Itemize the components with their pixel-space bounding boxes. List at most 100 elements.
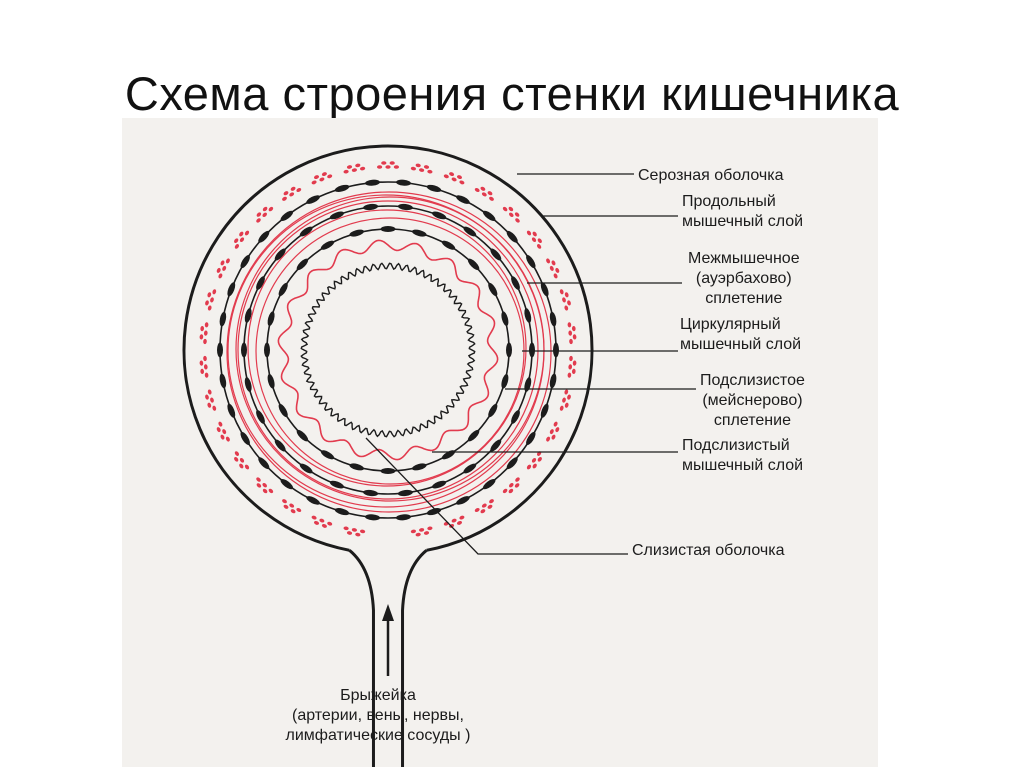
longitudinal-layer-node (219, 373, 228, 389)
serosa-dot (549, 428, 555, 434)
serosa-dot (225, 258, 231, 264)
serosa-dot (268, 206, 274, 212)
serosa-dot (212, 289, 217, 295)
serosa-dot (564, 389, 569, 395)
serosa-dot (549, 265, 555, 271)
serosa-dot (311, 180, 317, 185)
serosa-dot (347, 165, 353, 169)
meissner-plexus-node (277, 282, 290, 298)
serosa-dot (508, 212, 514, 218)
label-line: лимфатические сосуды ) (228, 726, 528, 746)
serosa-dot (205, 322, 209, 328)
serosa-dot (451, 177, 457, 182)
longitudinal-layer-node (539, 403, 550, 419)
circular-muscle-line (248, 210, 526, 486)
serosa-dot (474, 187, 480, 193)
serosa-dot (262, 206, 268, 212)
auerbach-plexus-node (363, 203, 379, 211)
longitudinal-layer-node (257, 456, 272, 471)
mesentery-arrow-head (382, 604, 394, 621)
plexus-nodes (217, 179, 559, 521)
serosa-dot (200, 369, 204, 375)
serosa-dot (443, 174, 449, 179)
serosa-dot (327, 174, 333, 179)
meissner-plexus-node (266, 373, 276, 389)
serosa-dot (424, 165, 430, 169)
serosa-dot (355, 532, 361, 536)
serosa-dot (551, 434, 557, 440)
serosa-dot (218, 421, 224, 427)
serosa-dot (514, 482, 520, 488)
serosa-dot (244, 464, 250, 470)
meissner-plexus-node (411, 228, 427, 238)
auerbach-plexus-node (529, 343, 535, 358)
serosa-dot (221, 428, 227, 434)
serosa-dot (205, 372, 209, 378)
serosa-dot (296, 187, 302, 193)
serosa-dot (567, 372, 571, 378)
auerbach-plexus-node (523, 308, 532, 324)
serosa-dot (411, 529, 417, 533)
serosa-dot (207, 389, 212, 395)
serosa-dot (545, 436, 551, 442)
serosa-dot (532, 231, 538, 237)
serosa-dot (207, 402, 212, 408)
label-auerbach-plexus: Межмышечное (ауэрбахово) сплетение (688, 249, 800, 309)
serosa-dot (459, 180, 465, 185)
serosa-dot (502, 488, 508, 494)
longitudinal-layer-node (226, 281, 237, 297)
label-line: (мейснерово) (700, 391, 805, 411)
serosa-dot (415, 163, 421, 167)
longitudinal-layer-node (365, 514, 380, 521)
longitudinal-layer-node (481, 209, 497, 223)
longitudinal-layer-node (549, 373, 558, 389)
serosa-dot (262, 482, 268, 488)
serosa-dot (216, 267, 222, 273)
serosa-dot (352, 168, 358, 172)
serosa-dot (205, 300, 210, 306)
longitudinal-layer-node (365, 179, 380, 186)
serosa-dot (207, 292, 212, 298)
serosa-dot (481, 192, 487, 198)
meissner-plexus-node (277, 403, 290, 419)
serosa-dot (514, 212, 520, 218)
auerbach-plexus-node (398, 489, 414, 497)
serosa-dot (221, 265, 227, 271)
longitudinal-layer-node (279, 209, 295, 223)
auerbach-plexus-node (241, 343, 247, 358)
serosa-dot (526, 464, 532, 470)
meissner-plexus-node (349, 228, 365, 238)
meissner-plexus-node (381, 226, 396, 232)
meissner-plexus-node (506, 343, 512, 358)
label-line: Подслизистый (682, 436, 803, 456)
serosa-dot (573, 334, 577, 340)
serosa-dot (537, 238, 543, 244)
serosa-dot (321, 523, 327, 528)
meissner-plexus-node (266, 311, 276, 327)
meissner-plexus-node (486, 403, 499, 419)
serosa-dot (225, 436, 231, 442)
serosa-dot (531, 457, 537, 463)
serosa-dot (559, 405, 564, 411)
serosa-dot (502, 206, 508, 212)
longitudinal-layer-node (305, 194, 321, 206)
serosa-dot (564, 305, 569, 311)
serosa-dot (296, 507, 302, 513)
label-line: Межмышечное (688, 249, 800, 269)
serosa-dot (480, 186, 486, 192)
longitudinal-layer-node (396, 179, 411, 186)
serosa-dot (255, 477, 261, 483)
serosa-dot (290, 186, 296, 192)
serosa-dot (319, 177, 325, 182)
serosa-dot (203, 339, 207, 345)
auerbach-plexus-ring (244, 206, 532, 494)
serosa-dot (256, 212, 262, 218)
serosa-dot (572, 369, 576, 375)
label-line: мышечный слой (682, 456, 803, 476)
serosa-dot (480, 508, 486, 514)
label-circular-muscle: Циркулярный мышечный слой (680, 315, 801, 355)
serosa-dot (207, 305, 212, 311)
serosa-dot (553, 421, 559, 427)
serosa-dot (360, 529, 366, 533)
longitudinal-layer-node (219, 311, 228, 327)
